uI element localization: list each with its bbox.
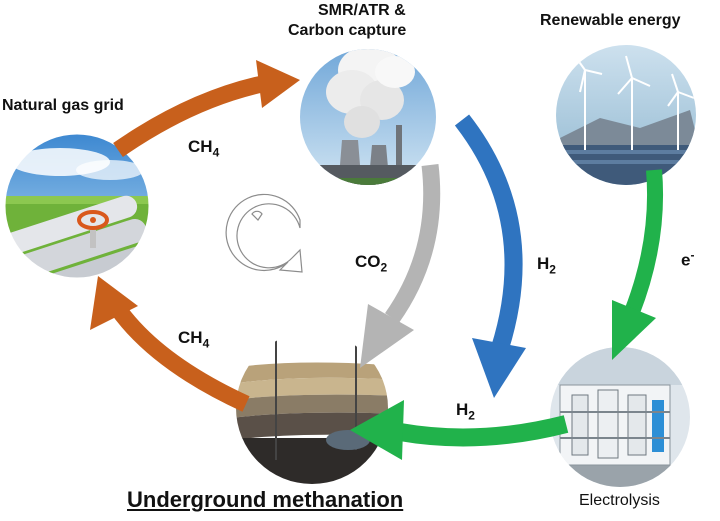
electrolysis-node <box>550 347 690 487</box>
underground-methanation-label: Underground methanation <box>127 487 404 512</box>
natural-gas-grid-node <box>4 133 150 279</box>
ch4-arrow-top <box>113 60 300 157</box>
smr-label-line2: Carbon capture <box>288 22 407 39</box>
electrolysis-label: Electrolysis <box>579 492 660 509</box>
h2-bottom-label: H2 <box>456 400 475 423</box>
smr-label-line1: SMR/ATR & <box>318 2 406 19</box>
renewable-energy-label: Renewable energy <box>540 12 681 29</box>
electrolyzer-plant-icon <box>559 384 671 466</box>
h2-right-label: H2 <box>537 254 556 277</box>
electron-arrow <box>612 169 664 360</box>
wind-turbine-icon <box>571 51 695 150</box>
renewable-energy-node <box>556 45 696 185</box>
cycle-arrows-icon <box>225 193 303 273</box>
ch4-top-label: CH4 <box>188 137 220 160</box>
smr-atr-node <box>300 49 436 185</box>
co2-label: CO2 <box>355 252 388 275</box>
steam-cloud-icon <box>326 49 415 138</box>
co2-arrow <box>360 164 441 368</box>
h2-arrow-right <box>454 114 526 398</box>
h2-arrow-bottom <box>350 400 569 460</box>
ch4-arrow-left <box>90 276 250 412</box>
natural-gas-grid-label: Natural gas grid <box>2 97 124 114</box>
electron-label: e- <box>681 248 695 270</box>
valve-wheel-icon <box>77 210 109 248</box>
ch4-left-label: CH4 <box>178 328 210 351</box>
